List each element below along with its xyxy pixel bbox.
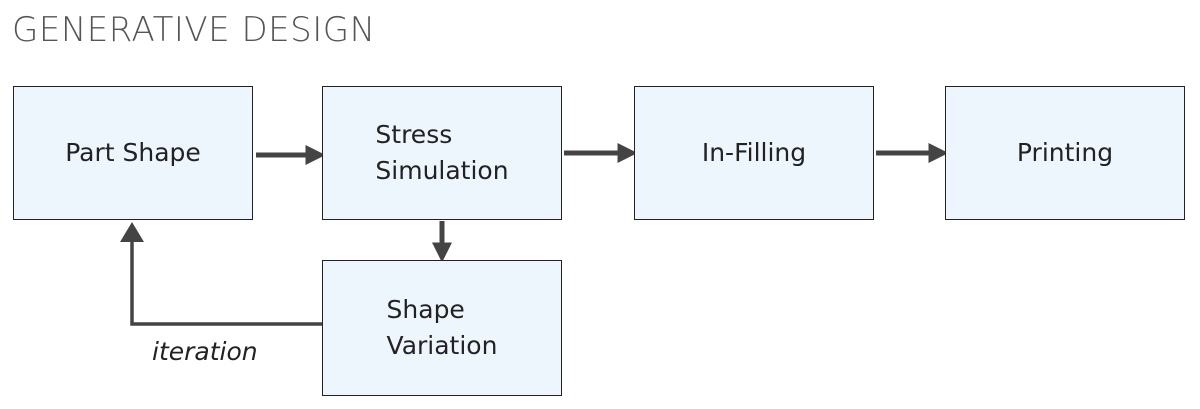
node-shape-variation-label: Shape Variation: [386, 295, 498, 360]
node-stress-simulation-label: Stress Simulation: [375, 120, 509, 185]
node-stress-simulation: Stress Simulation: [322, 86, 562, 220]
diagram-title: GENERATIVE DESIGN: [12, 10, 376, 50]
node-in-filling-label: In-Filling: [701, 138, 807, 167]
node-printing-label: Printing: [1016, 138, 1114, 167]
arrow-variation-to-part: [130, 233, 322, 326]
node-shape-variation: Shape Variation: [322, 260, 562, 396]
arrowhead-variation-to-part: [120, 222, 144, 242]
loop-label-iteration: iteration: [152, 337, 258, 366]
node-in-filling: In-Filling: [634, 86, 874, 220]
node-part-shape: Part Shape: [13, 86, 253, 220]
node-part-shape-label: Part Shape: [65, 138, 201, 167]
node-printing: Printing: [945, 86, 1185, 220]
